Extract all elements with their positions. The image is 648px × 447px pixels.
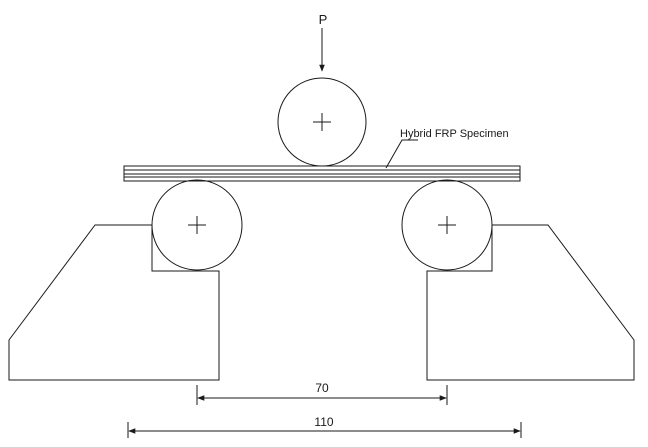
length-label: 110 <box>314 415 333 429</box>
left-support-roller <box>151 179 243 271</box>
specimen-label: Hybrid FRP Specimen <box>400 128 509 140</box>
hybrid-frp-specimen <box>123 165 521 182</box>
span-dimension <box>196 385 448 405</box>
right-support-base <box>426 224 635 381</box>
load-label: P <box>319 12 328 27</box>
right-support-roller <box>401 179 493 271</box>
loading-roller <box>277 77 367 167</box>
span-label: 70 <box>315 381 329 395</box>
length-dimension <box>127 422 522 438</box>
specimen-leader-line <box>385 139 418 169</box>
left-support-base <box>8 224 220 381</box>
